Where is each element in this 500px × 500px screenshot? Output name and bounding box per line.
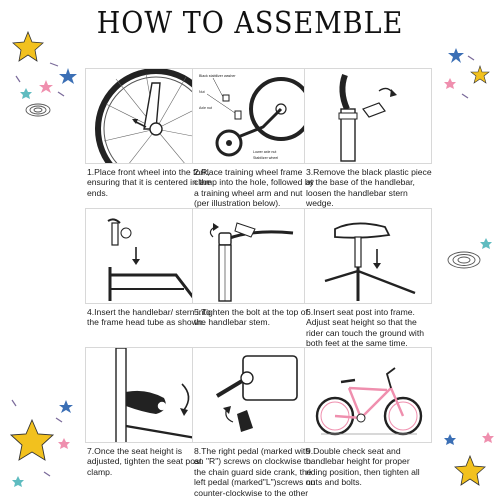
step-7: 7.Once the seat height is adjusted, tigh… — [85, 347, 213, 477]
step-6-illustration — [304, 208, 432, 304]
star-icon — [12, 476, 24, 487]
swirl-decoration-right — [447, 238, 492, 269]
step-3: 3.Remove the black plastic piece at the … — [304, 68, 432, 209]
star-icon — [59, 68, 77, 84]
star-icon — [470, 65, 490, 84]
star-icon — [454, 454, 486, 486]
step-8-caption: 8.The right pedal (marked with an "R") s… — [194, 446, 316, 500]
star-icon — [480, 238, 492, 249]
step-2-label-lower-axle-nut: Lower axle nut — [253, 150, 276, 154]
step-2-label-stabilizer-wheel: Stabilizer wheel — [253, 156, 278, 160]
training-wheel-drawing: Black stabilizer washer Nut Axle nut Low… — [199, 74, 313, 160]
star-icon — [448, 48, 464, 63]
star-icon — [59, 400, 73, 413]
step-7-caption: 7.Once the seat height is adjusted, tigh… — [87, 446, 202, 477]
step-3-illustration — [304, 68, 432, 164]
complete-bike-drawing — [315, 367, 423, 436]
step-6: 6.Insert seat post into frame. Adjust se… — [304, 208, 432, 349]
star-decoration-bottom-right — [444, 432, 494, 486]
pedal-install-drawing — [215, 355, 298, 432]
step-9-caption: 9.Double check seat and handlebar height… — [306, 446, 420, 488]
step-5: 5.Tighten the bolt at the top of the han… — [192, 208, 320, 328]
step-3-caption: 3.Remove the black plastic piece at the … — [306, 167, 432, 209]
step-5-caption: 5.Tighten the bolt at the top of the han… — [194, 307, 308, 328]
step-2-label-nut: Nut — [199, 90, 205, 94]
star-decoration-top-left — [12, 30, 77, 117]
star-icon — [482, 432, 494, 443]
step-8-illustration — [192, 347, 320, 443]
step-8: 8.The right pedal (marked with an "R") s… — [192, 347, 320, 500]
star-icon — [58, 438, 70, 449]
handlebar-stem-drawing — [338, 73, 397, 162]
step-1-caption: 1.Place front wheel into the fork, ensur… — [87, 167, 212, 198]
swirl-icon — [25, 103, 51, 117]
star-icon — [12, 30, 44, 62]
insert-handlebar-drawing — [107, 218, 198, 302]
step-2-label-washer: Black stabilizer washer — [199, 74, 236, 78]
step-5-illustration — [192, 208, 320, 304]
star-icon — [39, 80, 53, 93]
star-icon — [20, 88, 32, 99]
swirl-icon — [447, 251, 481, 269]
page-title: HOW TO ASSEMBLE — [96, 6, 404, 41]
step-2-label-axle-nut: Axle nut — [199, 106, 212, 110]
insert-seat-post-drawing — [324, 222, 416, 301]
step-2: Black stabilizer washer Nut Axle nut Low… — [192, 68, 320, 209]
tighten-bolt-drawing — [209, 222, 294, 302]
step-4-caption: 4.Insert the handlebar/ stern into the f… — [87, 307, 211, 328]
step-6-caption: 6.Insert seat post into frame. Adjust se… — [306, 307, 424, 349]
step-2-illustration: Black stabilizer washer Nut Axle nut Low… — [192, 68, 320, 164]
step-2-caption: 2.Place training wheel frame clamp into … — [194, 167, 314, 209]
step-9: 9.Double check seat and handlebar height… — [304, 347, 432, 488]
star-decoration-top-right — [444, 48, 490, 99]
star-icon — [444, 78, 456, 89]
star-icon — [444, 434, 456, 445]
seat-post-clamp-drawing — [115, 348, 197, 442]
star-decoration-bottom-left — [9, 399, 73, 487]
star-icon — [9, 418, 55, 461]
step-7-illustration — [85, 347, 213, 443]
step-9-illustration — [304, 347, 432, 443]
